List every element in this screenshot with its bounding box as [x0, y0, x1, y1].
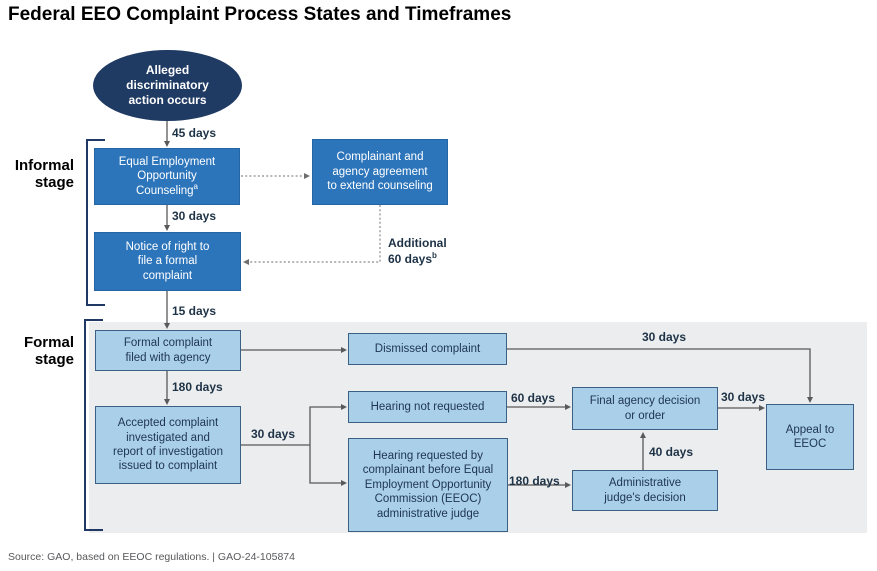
timeframe-60-days: 60 days: [511, 391, 556, 405]
timeframe-30-days-counseling: 30 days: [172, 209, 217, 223]
footnote-marker-b: b: [432, 250, 437, 260]
node-accepted-complaint: Accepted complaint investigated and repo…: [95, 406, 241, 484]
timeframe-30-days-final: 30 days: [721, 390, 766, 404]
node-eeo-counseling-label: Equal Employment Opportunity Counseling: [118, 155, 216, 197]
node-dismissed-complaint: Dismissed complaint: [348, 333, 507, 365]
timeframe-45-days: 45 days: [172, 126, 217, 140]
timeframe-additional-60-days: Additional 60 daysb: [388, 236, 447, 267]
node-formal-complaint-filed: Formal complaint filed with agency: [95, 330, 241, 371]
timeframe-15-days: 15 days: [172, 304, 217, 318]
informal-stage-label: Informal stage: [14, 157, 74, 192]
timeframe-additional-line2: 60 days: [388, 251, 433, 266]
node-formal-complaint-filed-label: Formal complaint filed with agency: [123, 337, 213, 364]
timeframe-additional-line1: Additional: [388, 236, 447, 250]
node-accepted-complaint-label: Accepted complaint investigated and repo…: [113, 417, 223, 473]
timeframe-40-days: 40 days: [649, 445, 694, 459]
node-alleged-action-label: Alleged discriminatory action occurs: [126, 63, 209, 107]
arrow-split-to-hearing-req: [309, 445, 347, 486]
node-appeal-to-eeoc: Appeal to EEOC: [766, 404, 854, 470]
node-final-agency-decision: Final agency decision or order: [572, 387, 718, 430]
node-final-agency-decision-label: Final agency decision or order: [589, 395, 701, 422]
node-admin-judge-decision: Administrative judge's decision: [572, 470, 718, 511]
node-notice-of-right: Notice of right to file a formal complai…: [94, 232, 241, 291]
arrow-dismissed-to-appeal: [507, 348, 813, 403]
timeframe-180-days-hearing: 180 days: [509, 474, 560, 488]
node-extend-counseling: Complainant and agency agreement to exte…: [312, 139, 448, 205]
informal-stage-bracket: [86, 139, 105, 306]
formal-stage-bracket: [84, 319, 103, 531]
node-eeo-counseling: Equal Employment Opportunity Counselinga: [94, 148, 240, 205]
node-hearing-requested-label: Hearing requested by complainant before …: [362, 450, 494, 520]
node-dismissed-complaint-label: Dismissed complaint: [374, 342, 481, 355]
node-hearing-not-requested-label: Hearing not requested: [370, 400, 485, 413]
node-hearing-not-requested: Hearing not requested: [348, 391, 507, 423]
node-admin-judge-decision-label: Administrative judge's decision: [604, 477, 686, 504]
source-note: Source: GAO, based on EEOC regulations. …: [8, 551, 295, 563]
timeframe-30-days-split: 30 days: [251, 427, 296, 441]
timeframe-30-days-dismissed: 30 days: [642, 330, 687, 344]
footnote-marker-a: a: [193, 181, 198, 191]
node-appeal-to-eeoc-label: Appeal to EEOC: [785, 423, 835, 450]
page-title: Federal EEO Complaint Process States and…: [8, 4, 512, 25]
timeframe-180-days-investigation: 180 days: [172, 380, 223, 394]
node-notice-of-right-label: Notice of right to file a formal complai…: [125, 240, 210, 282]
formal-stage-label: Formal stage: [23, 334, 74, 369]
node-hearing-requested: Hearing requested by complainant before …: [348, 438, 508, 532]
arrow-split-to-hearing-not: [309, 404, 347, 445]
node-alleged-action: Alleged discriminatory action occurs: [93, 50, 242, 121]
dotted-arrow-extend-to-notice: [243, 205, 381, 265]
node-extend-counseling-label: Complainant and agency agreement to exte…: [327, 151, 433, 193]
